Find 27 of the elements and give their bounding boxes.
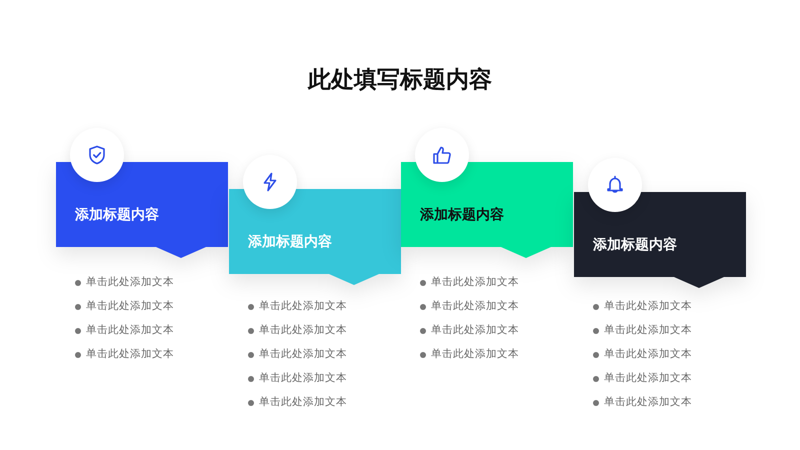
card-heading: 添加标题内容 — [420, 206, 504, 224]
title-card — [401, 162, 573, 258]
card-heading: 添加标题内容 — [75, 206, 159, 224]
title: 此处填写标题内容 — [306, 66, 493, 95]
bullet-text: 单击此处添加文本 — [431, 275, 519, 289]
bullet-text: 单击此处添加文本 — [86, 299, 174, 313]
bullet-text: 单击此处添加文本 — [259, 347, 347, 361]
bullet-text: 单击此处添加文本 — [259, 395, 347, 409]
bullet-text: 单击此处添加文本 — [604, 371, 692, 385]
bullet-text: 单击此处添加文本 — [604, 395, 692, 409]
bullet-text: 单击此处添加文本 — [604, 323, 692, 337]
title-card — [574, 192, 746, 288]
bullet-text: 单击此处添加文本 — [431, 347, 519, 361]
title-card — [229, 189, 401, 285]
bullet-text: 单击此处添加文本 — [86, 323, 174, 337]
bullet-text: 单击此处添加文本 — [259, 299, 347, 313]
bullet-text: 单击此处添加文本 — [259, 323, 347, 337]
title-card — [56, 162, 228, 258]
bullet-text: 单击此处添加文本 — [604, 299, 692, 313]
bullet-text: 单击此处添加文本 — [431, 299, 519, 313]
bullet-text: 单击此处添加文本 — [604, 347, 692, 361]
card-heading: 添加标题内容 — [248, 233, 332, 251]
bullet-text: 单击此处添加文本 — [431, 323, 519, 337]
bullet-text: 单击此处添加文本 — [86, 275, 174, 289]
bullet-text: 单击此处添加文本 — [259, 371, 347, 385]
card-heading: 添加标题内容 — [593, 236, 677, 254]
bullet-text: 单击此处添加文本 — [86, 347, 174, 361]
